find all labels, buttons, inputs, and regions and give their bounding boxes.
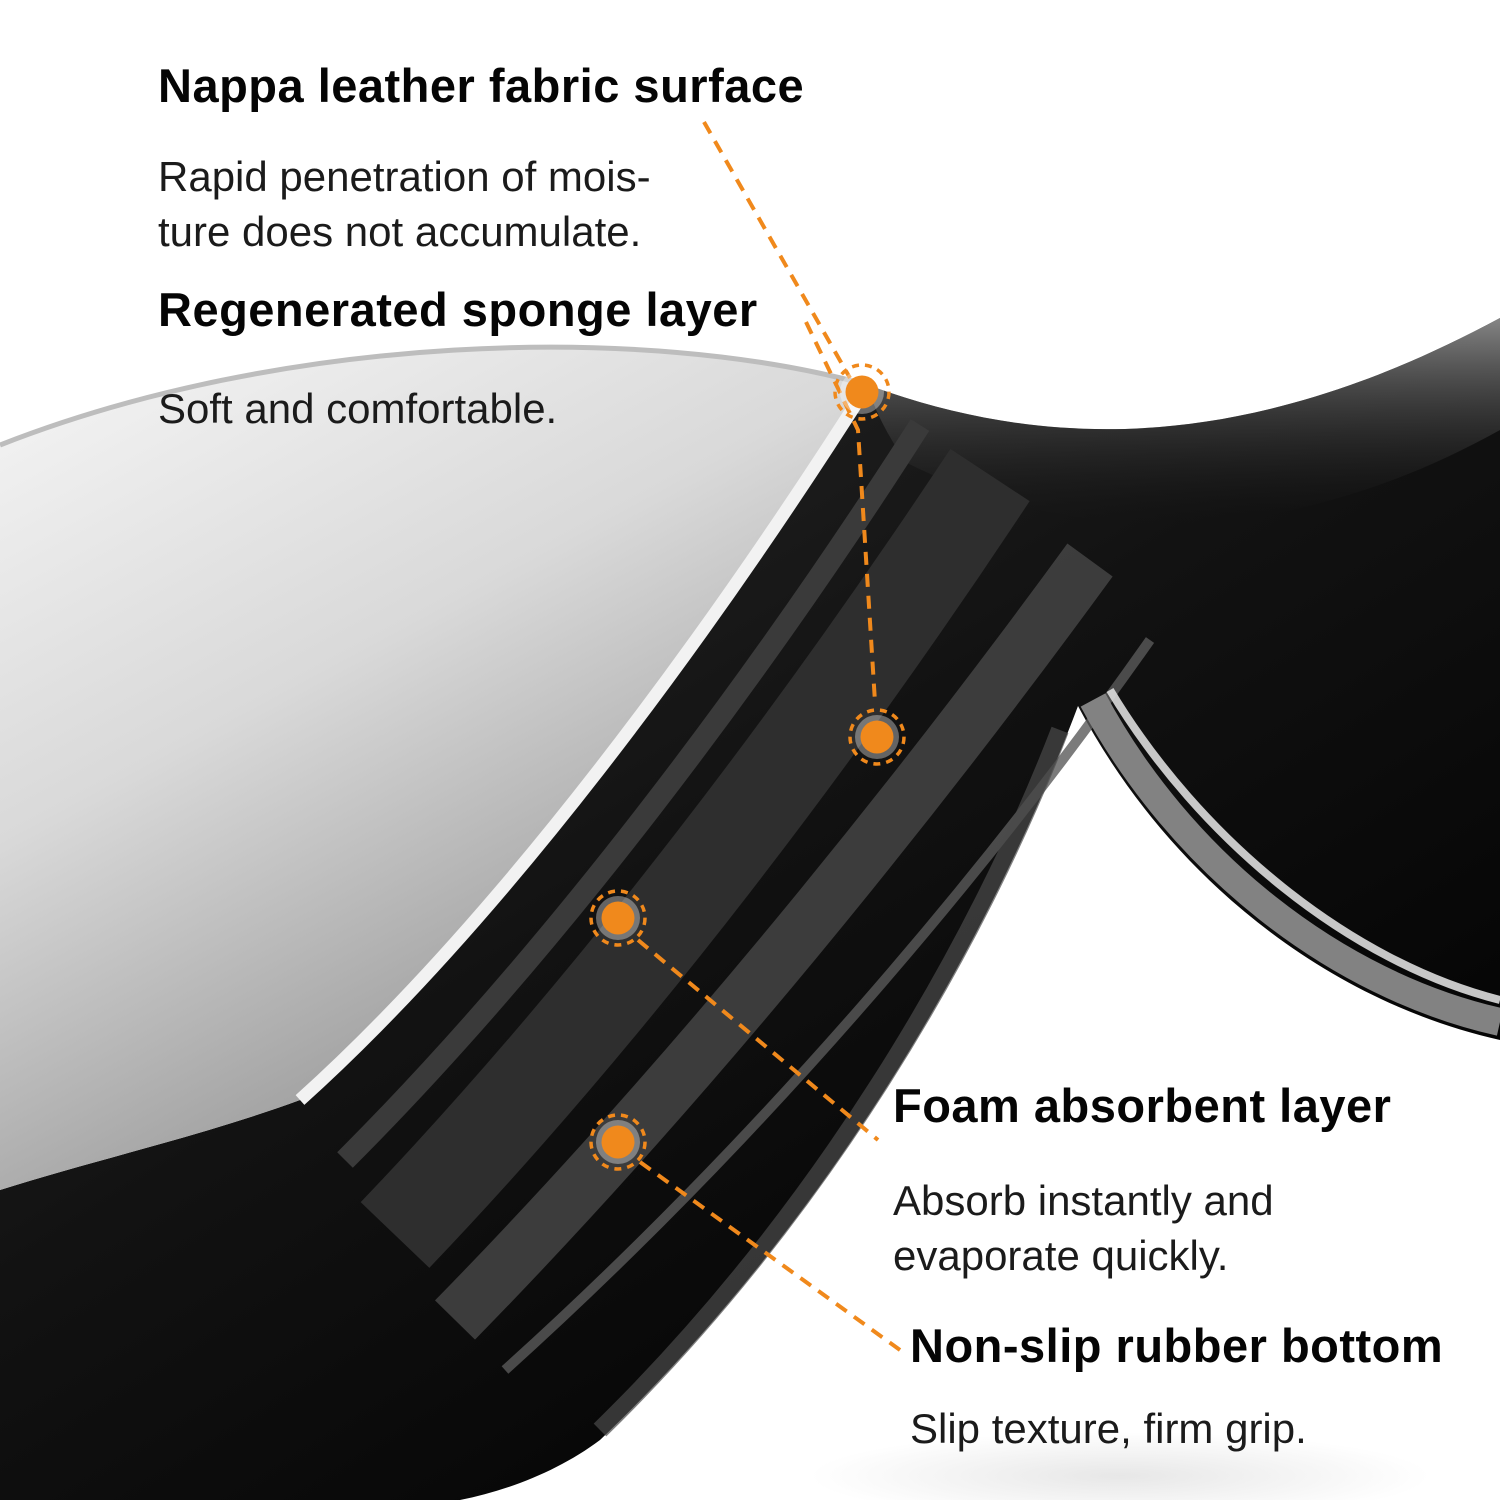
- connector-lines: [636, 121, 902, 1352]
- arch-top-sheen: [868, 318, 1500, 524]
- callout-body: Rapid penetration of mois- ture does not…: [158, 149, 958, 260]
- floor-shadow: [810, 1432, 1430, 1500]
- sponge-connector-line: [804, 321, 877, 703]
- underside-piping: [1106, 687, 1500, 1004]
- callout-non-slip-rubber: Non-slip rubber bottom Slip texture, fir…: [910, 1318, 1500, 1456]
- callout-body-line: Soft and comfortable.: [158, 385, 558, 432]
- callout-regenerated-sponge: Regenerated sponge layer Soft and comfor…: [158, 282, 878, 436]
- callout-body-line: Slip texture, firm grip.: [910, 1405, 1307, 1452]
- fabric-top-edge-line: [0, 344, 869, 448]
- callout-body-line: evaporate quickly.: [893, 1232, 1229, 1280]
- callout-body: Slip texture, firm grip.: [910, 1401, 1500, 1456]
- layer-markers: [589, 363, 906, 1171]
- callout-body: Soft and comfortable.: [158, 381, 878, 436]
- callout-body-line: ture does not accumulate.: [158, 208, 642, 256]
- foam-layer-marker: [589, 889, 647, 947]
- callout-title: Non-slip rubber bottom: [910, 1319, 1444, 1372]
- fabric-piping: [295, 381, 874, 1105]
- nappa-connector-line: [702, 121, 852, 379]
- callout-title: Regenerated sponge layer: [158, 283, 758, 336]
- rubber-connector-line: [638, 1160, 902, 1352]
- foam-cut-band: [360, 448, 1030, 1268]
- nappa-leather-marker: [833, 363, 891, 421]
- callout-nappa-leather: Nappa leather fabric surface Rapid penet…: [158, 58, 958, 260]
- rubber-mesh-band: [1080, 693, 1500, 1036]
- callout-body-line: Absorb instantly and: [893, 1177, 1274, 1224]
- callout-title: Foam absorbent layer: [893, 1079, 1392, 1132]
- fabric-surface: [0, 347, 868, 1190]
- callout-title: Nappa leather fabric surface: [158, 59, 805, 112]
- bottom-edge-mesh-left: [593, 726, 1069, 1437]
- rubber-bottom-marker: [589, 1113, 647, 1171]
- lower-cut-line: [501, 637, 1155, 1374]
- callout-body: Absorb instantly and evaporate quickly.: [893, 1173, 1473, 1284]
- callout-foam-absorbent: Foam absorbent layer Absorb instantly an…: [893, 1078, 1473, 1284]
- foam-connector-line: [636, 938, 880, 1142]
- sponge-layer-marker: [848, 708, 906, 766]
- foam-speckle-band: [434, 543, 1113, 1340]
- sponge-cut-sheen: [337, 419, 930, 1168]
- callout-body-line: Rapid penetration of mois-: [158, 153, 651, 200]
